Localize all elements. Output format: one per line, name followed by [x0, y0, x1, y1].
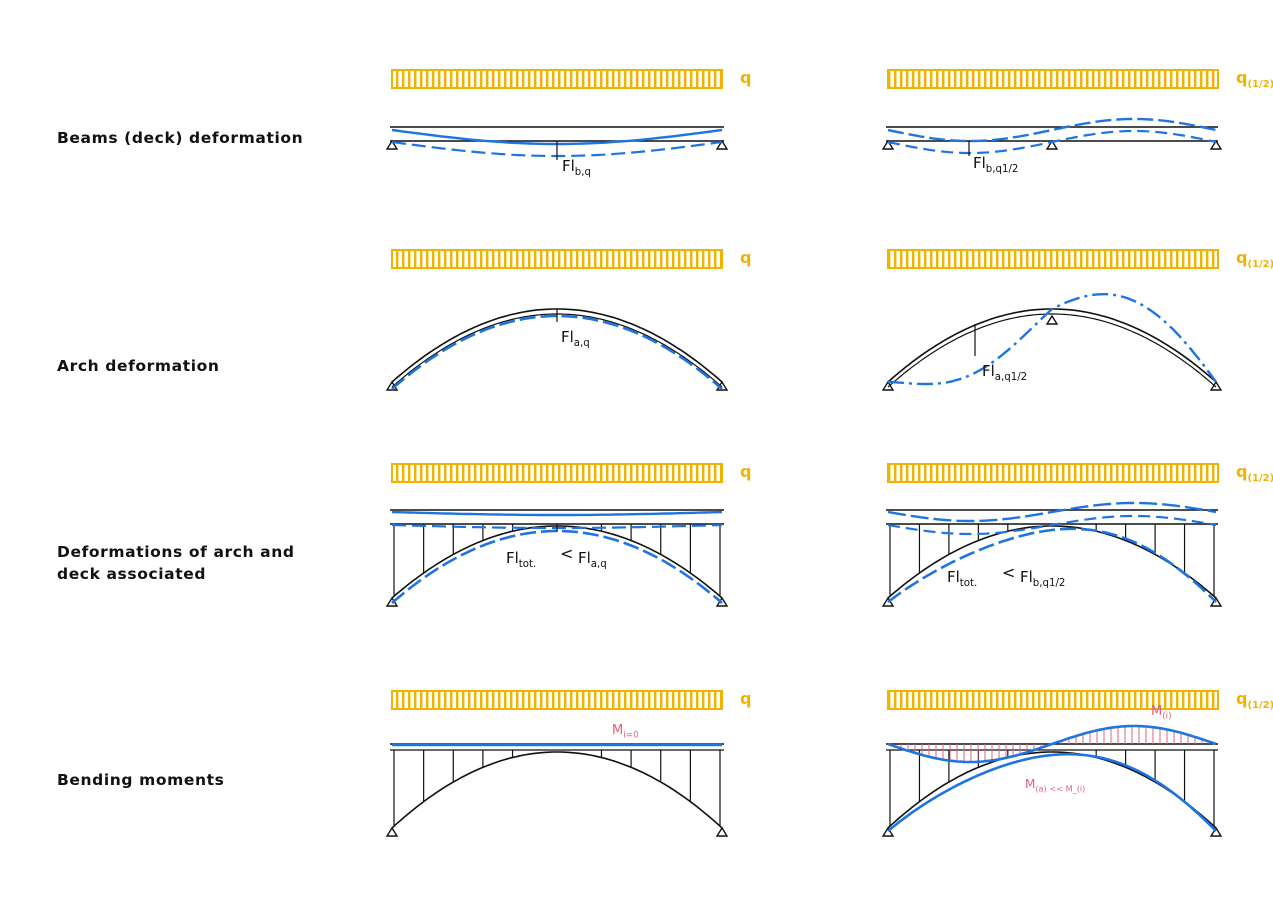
- less-than-sign: <: [560, 544, 573, 563]
- deflection-label: Flb,q: [562, 157, 591, 178]
- moment-curve: [887, 724, 1217, 764]
- arch: [887, 313, 1217, 388]
- support-icon: [385, 826, 399, 837]
- row-label-beams: Beams (deck) deformation: [57, 129, 304, 147]
- support-icon: [385, 139, 399, 150]
- load-label: q(1/2): [1236, 68, 1273, 90]
- deflection-label: Flb,q1/2: [973, 154, 1018, 175]
- moment-diagrams: [887, 724, 1217, 832]
- support-icon: [881, 380, 895, 391]
- load-bar-half: [887, 463, 1219, 483]
- less-than-sign: <: [1002, 563, 1015, 582]
- load-label: q: [740, 689, 751, 708]
- load-bar-full: [391, 690, 723, 710]
- load-bar-full: [391, 249, 723, 269]
- arch: [391, 751, 723, 829]
- arch-deformed-shape: [887, 293, 1217, 386]
- load-label: q(1/2): [1236, 248, 1273, 270]
- deflection-label: Fla,q: [561, 328, 590, 349]
- beam-deformed-shape: [887, 117, 1217, 143]
- load-label: q(1/2): [1236, 689, 1273, 711]
- moment-label: Mi=0: [612, 723, 639, 741]
- deflection-label: Fla,q1/2: [982, 362, 1027, 383]
- support-icon: [715, 826, 729, 837]
- load-bar-full: [391, 69, 723, 89]
- support-icon: [1209, 380, 1223, 391]
- deflection-label: Flb,q1/2: [1020, 568, 1065, 589]
- moment-label: M(a) << M_(i): [1025, 777, 1085, 793]
- deck-deformed-shape: [391, 510, 723, 517]
- support-icon: [1209, 826, 1223, 837]
- support-icon: [881, 826, 895, 837]
- load-bar-half: [887, 69, 1219, 89]
- arch-deformed-shape: [887, 527, 1217, 604]
- deck-deformed-shape: [887, 514, 1217, 536]
- load-label: q: [740, 68, 751, 87]
- load-label: q: [740, 462, 751, 481]
- load-bar-full: [391, 463, 723, 483]
- support-icon: [1045, 314, 1059, 325]
- load-label: q(1/2): [1236, 462, 1273, 484]
- arch: [887, 308, 1217, 383]
- arch: [391, 525, 723, 599]
- support-icon: [1209, 139, 1223, 150]
- support-icon: [881, 139, 895, 150]
- load-label: q: [740, 248, 751, 267]
- beam-deformed-shape: [887, 129, 1217, 155]
- deformed-shapes: [391, 117, 1217, 747]
- moment-label: M(i): [1151, 704, 1172, 722]
- arch-deformed-shape: [391, 314, 723, 390]
- support-icon: [715, 139, 729, 150]
- support-icon: [1209, 596, 1223, 607]
- row-label-arch: Arch deformation: [57, 357, 220, 375]
- load-bar-half: [887, 249, 1219, 269]
- load-bar-half: [887, 690, 1219, 710]
- row-label-combined: Deformations of arch and deck associated: [57, 543, 295, 583]
- deck-deformed-shape: [887, 501, 1217, 523]
- arch-deformed-shape: [391, 529, 723, 604]
- deflection-label: Fla,q: [578, 549, 607, 570]
- deflection-label: Fltot.: [947, 568, 977, 589]
- support-icon: [881, 596, 895, 607]
- arch-moment-curve: [887, 752, 1217, 832]
- load-bars: [391, 69, 1219, 710]
- support-icon: [1045, 139, 1059, 150]
- row-label-moments: Bending moments: [57, 771, 225, 789]
- deflection-label: Fltot.: [506, 549, 536, 570]
